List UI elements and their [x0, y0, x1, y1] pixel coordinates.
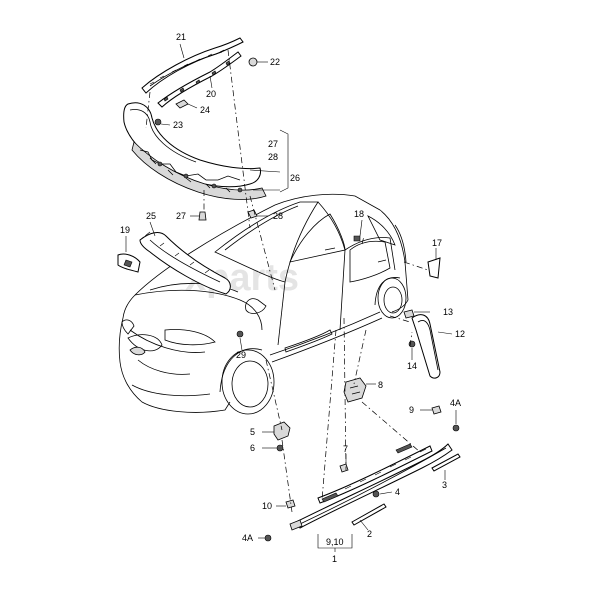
callout-18: 18: [354, 209, 364, 219]
part-12-arch-trim: [411, 314, 441, 379]
callout-22: 22: [270, 57, 280, 67]
alignment-lines: [139, 49, 429, 513]
part-4a-screw-top: [452, 424, 460, 432]
part-26-spoiler: [123, 102, 267, 200]
callout-27: 27: [176, 211, 186, 221]
part-24-clip: [175, 99, 198, 109]
callout-8: 8: [378, 380, 383, 390]
part-3-strip: [431, 453, 461, 472]
part-19-cowl-end: [117, 253, 141, 273]
part-5-bracket: [273, 421, 291, 441]
callout-17: 17: [432, 238, 442, 248]
callout-26: 26: [290, 173, 300, 183]
callout-13: 13: [443, 307, 453, 317]
part-9-clip: [431, 405, 442, 415]
part-17-rear-trim: [427, 257, 441, 279]
callout-19: 19: [120, 225, 130, 235]
callout-12: 12: [455, 329, 465, 339]
part-7-clip: [339, 463, 349, 473]
callout-4a-bottom: 4A: [242, 533, 253, 543]
part-13-clip: [403, 309, 415, 319]
part-4-screw: [372, 490, 380, 498]
callout-20: 20: [206, 89, 216, 99]
part-29-screw: [236, 330, 244, 338]
part-18-fastener: [353, 235, 361, 242]
callout-27-top: 27: [268, 139, 278, 149]
part-4a-screw-bottom: [264, 534, 272, 542]
callout-7: 7: [343, 444, 348, 454]
car-body: [118, 193, 409, 415]
part-27-fastener: [190, 211, 207, 221]
callout-5: 5: [250, 427, 255, 437]
callout-24: 24: [200, 105, 210, 115]
callout-4a-top: 4A: [450, 398, 461, 408]
part-7-sill-moulding: [317, 443, 433, 504]
part-1-sill-trim: [289, 443, 453, 531]
callout-28: 28: [273, 211, 283, 221]
callout-labels: 21 22 20 24 23 27 28 26 27 28 25 19 18 1…: [120, 32, 465, 564]
callout-1: 1: [332, 554, 337, 564]
part-14-screw: [408, 340, 416, 348]
part-22-clip: [248, 57, 268, 67]
part-6-screw: [276, 444, 284, 452]
part-23-rivet: [154, 118, 171, 126]
callout-23: 23: [173, 120, 183, 130]
callout-6: 6: [250, 443, 255, 453]
callout-10: 10: [262, 501, 272, 511]
part-10-clip: [285, 499, 296, 509]
callout-3: 3: [442, 480, 447, 490]
callout-28-top: 28: [268, 152, 278, 162]
part-21-roof-strip: [141, 37, 244, 94]
callout-29: 29: [236, 350, 246, 360]
callout-25: 25: [146, 211, 156, 221]
part-28-fastener: [247, 209, 268, 219]
callout-14: 14: [407, 361, 417, 371]
part-20-roof-moulding: [157, 51, 242, 108]
part-2-strip: [351, 503, 387, 526]
callout-9: 9: [409, 405, 414, 415]
part-8-bracket: [343, 377, 367, 403]
part-25-cowl: [139, 232, 231, 295]
leader-lines: [125, 43, 457, 552]
callout-4: 4: [395, 487, 400, 497]
callout-21: 21: [176, 32, 186, 42]
callout-2: 2: [367, 529, 372, 539]
callout-9-10: 9,10: [326, 537, 344, 547]
